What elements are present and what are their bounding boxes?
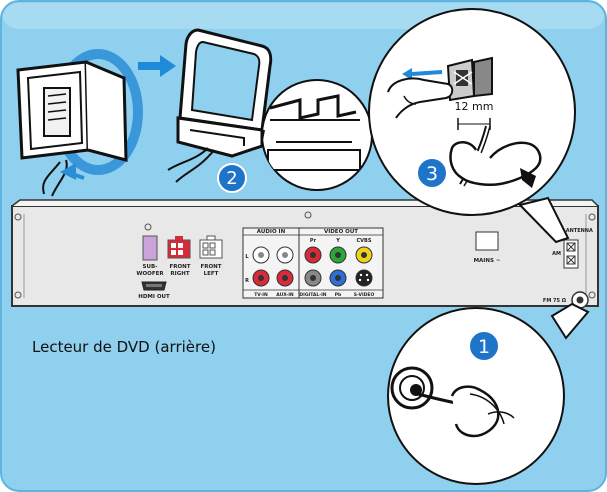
- aux-in-label: AUX-IN: [276, 292, 294, 298]
- subwoofer-connector: [142, 235, 158, 261]
- am-antenna-label: AM ANTENNA: [555, 228, 593, 234]
- pr-label: Pr: [310, 238, 317, 244]
- caption: Lecteur de DVD (arrière): [32, 338, 216, 356]
- step-3-number: 3: [426, 163, 438, 185]
- step-1-number: 1: [478, 336, 490, 358]
- clip-detail-circle: [261, 79, 373, 191]
- step-3-badge: 3: [416, 157, 448, 189]
- video-out-label: VIDEO OUT: [324, 229, 358, 235]
- cvbs-label: CVBS: [357, 238, 372, 244]
- fm-antenna-jack: [571, 291, 589, 309]
- s-video-label: S-VIDEO: [354, 292, 375, 298]
- left-channel-label: L: [245, 254, 249, 260]
- step-2-number: 2: [226, 168, 237, 189]
- front-left-connector: [199, 235, 223, 259]
- step-2-badge: 2: [217, 163, 247, 193]
- am-antenna-terminal: [563, 239, 579, 269]
- clip-detail: [267, 94, 361, 171]
- tv-in-label: TV-IN: [254, 292, 268, 298]
- rear-panel: SUB- WOOFER FRONT RIGHT FRONT LEFT HDMI …: [11, 199, 599, 309]
- front-left-label-line2: LEFT: [204, 271, 219, 277]
- fm-connection-detail: [387, 302, 590, 485]
- front-right-label-line1: FRONT: [169, 264, 190, 270]
- step-1-badge: 1: [468, 330, 500, 362]
- hdmi-out-port: [141, 281, 167, 291]
- hdmi-out-label: HDMI OUT: [138, 294, 170, 300]
- rca-jacks: [252, 246, 373, 287]
- subwoofer-label-line2: WOOFER: [136, 271, 164, 277]
- am-loop-antenna-unfolded: [167, 28, 273, 183]
- am-loop-antenna-folded: [16, 49, 143, 197]
- mains-socket: [475, 231, 499, 251]
- y-label: Y: [335, 238, 340, 244]
- front-left-label-line1: FRONT: [200, 264, 221, 270]
- mains-label: MAINS ~: [474, 258, 501, 264]
- front-right-connector: [167, 236, 191, 259]
- right-channel-label: R: [245, 278, 249, 284]
- am-label: AM: [552, 251, 561, 257]
- strip-length-label: 12 mm: [455, 100, 494, 113]
- subwoofer-label-line1: SUB-: [143, 264, 158, 270]
- front-right-label-line2: RIGHT: [170, 271, 189, 277]
- audio-in-label: AUDIO IN: [257, 229, 286, 235]
- pb-label: Pb: [335, 292, 342, 298]
- direction-arrow: [138, 55, 176, 77]
- digital-in-label: DIGITAL-IN: [299, 292, 326, 298]
- fm-label: FM 75 Ω: [543, 298, 567, 304]
